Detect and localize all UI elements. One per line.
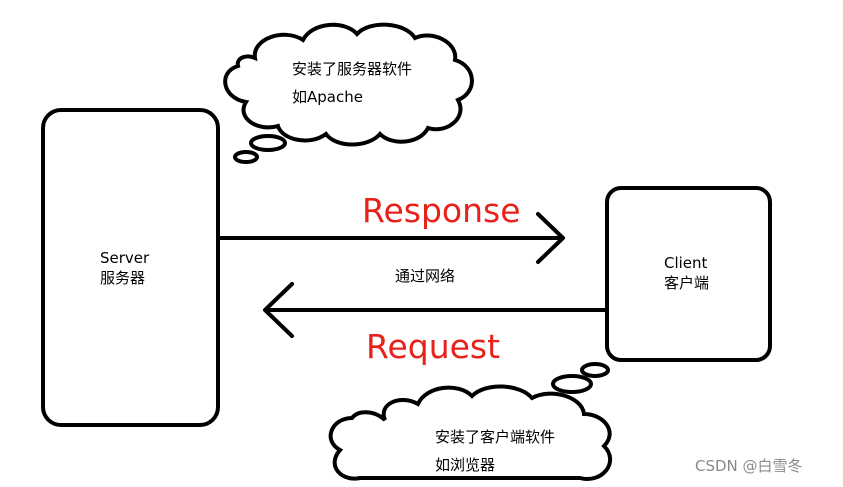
- request-label: Request: [366, 327, 501, 366]
- request-arrow: [263, 282, 607, 338]
- watermark-text: CSDN @白雪冬: [695, 457, 803, 475]
- client-subtitle: 客户端: [664, 274, 710, 293]
- server-thought-cloud: [223, 22, 474, 164]
- client-cloud-line2: 如浏览器: [435, 455, 496, 474]
- client-cloud-text: 安装了客户端软件 如浏览器: [435, 424, 555, 480]
- response-label: Response: [362, 191, 521, 230]
- client-title: Client: [664, 254, 708, 272]
- client-box: [605, 186, 772, 362]
- client-thought-cloud: [328, 362, 612, 481]
- client-label: Client 客户端: [664, 253, 709, 294]
- response-arrow: [220, 212, 565, 264]
- server-title: Server: [100, 249, 150, 267]
- client-cloud-line1: 安装了客户端软件: [435, 428, 556, 446]
- client-cloud-bubble-small: [580, 362, 610, 378]
- server-box: [41, 108, 220, 427]
- server-cloud-line1: 安装了服务器软件: [292, 60, 413, 78]
- server-cloud-bubble-small: [233, 150, 259, 164]
- client-cloud-bubble-large: [551, 374, 593, 394]
- server-cloud-bubble-large: [249, 134, 287, 152]
- server-cloud-shape: [223, 22, 474, 147]
- network-label: 通过网络: [395, 267, 456, 285]
- server-label: Server 服务器: [100, 248, 149, 289]
- server-subtitle: 服务器: [100, 269, 146, 288]
- client-cloud-shape: [328, 384, 612, 481]
- server-cloud-line2: 如Apache: [292, 87, 363, 106]
- server-cloud-text: 安装了服务器软件 如Apache: [292, 56, 412, 112]
